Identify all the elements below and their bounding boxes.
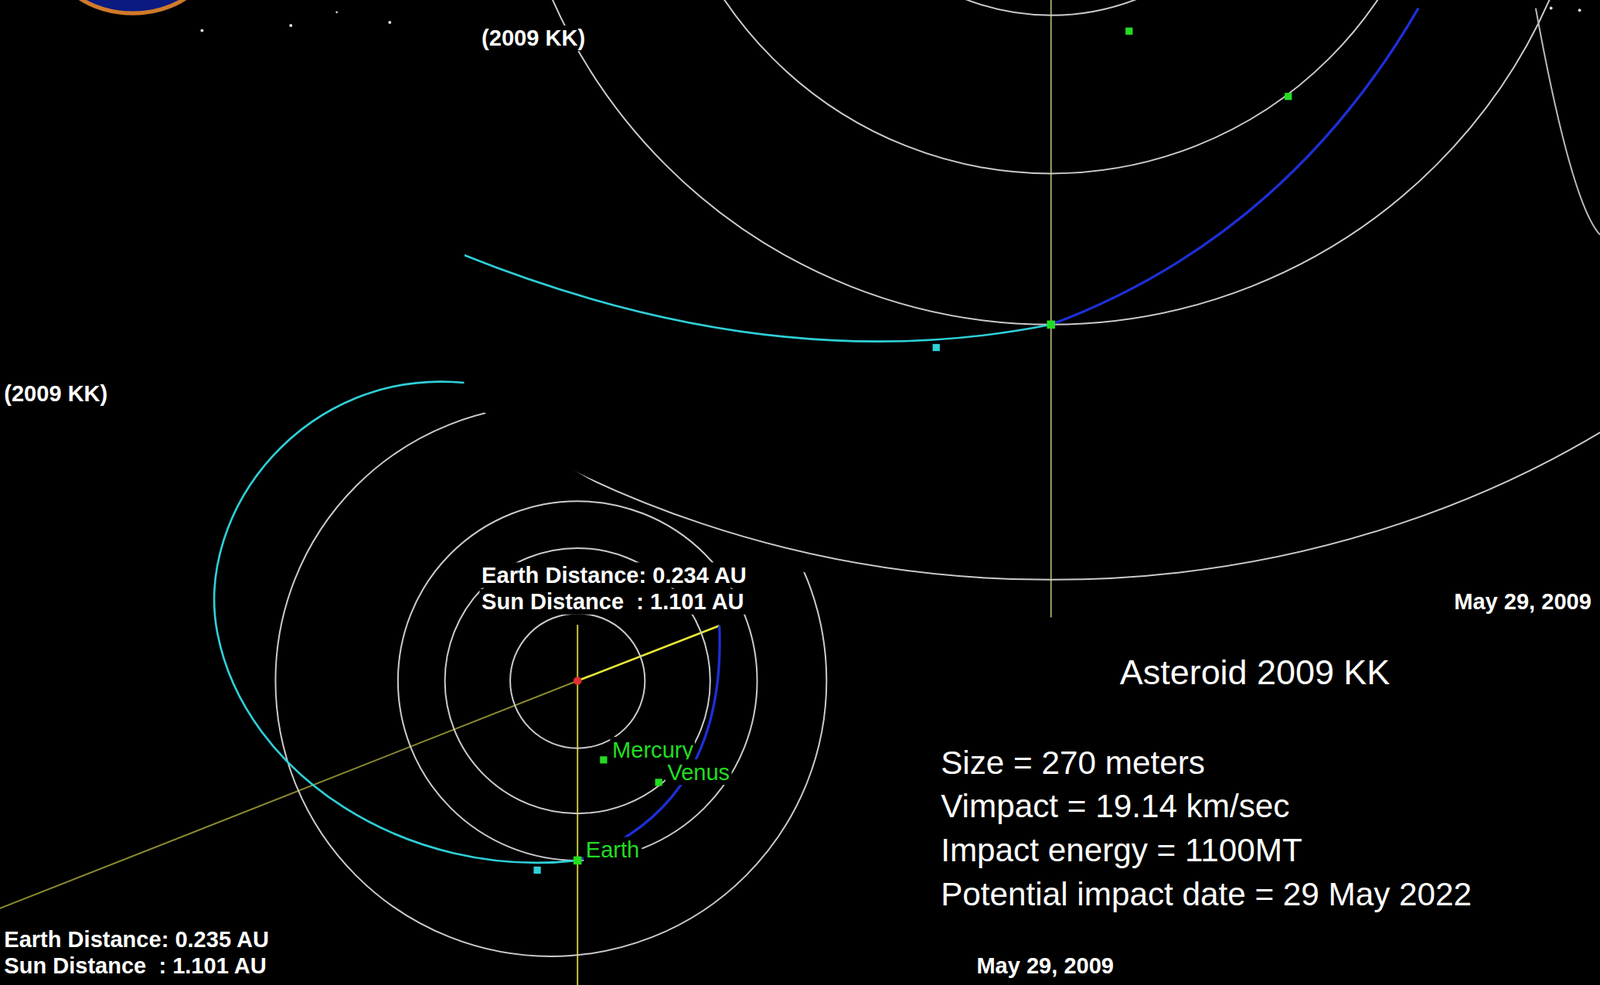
inset-label: (2009 KK) [479,24,587,51]
zoom-inset [102,0,1600,625]
asteroid-fact: Size = 270 meters [939,743,1208,782]
distance-readout: Earth Distance: 0.234 AU [479,561,749,588]
stars [200,11,392,33]
asteroid-fact: Vimpact = 19.14 km/sec [939,786,1293,825]
inset-label: (2009 KK) [2,380,110,406]
distance-readout: Earth Distance: 0.235 AU [2,925,272,952]
asteroid-fact: Potential impact date = 29 May 2022 [939,874,1475,913]
date-label: May 29, 2009 [974,952,1117,978]
logo-fragment [53,0,213,14]
date-label: May 29, 2009 [1452,588,1594,614]
diagram-title: Asteroid 2009 KK [1117,651,1393,692]
planet-name: Venus [665,759,732,785]
asteroid-fact: Impact energy = 1100MT [939,830,1305,869]
zoom-inset-ground [464,0,1600,618]
distance-readout: Sun Distance : 1.101 AU [2,952,269,978]
distance-readout: Sun Distance : 1.101 AU [479,588,746,614]
planet-name: Earth [583,836,642,862]
